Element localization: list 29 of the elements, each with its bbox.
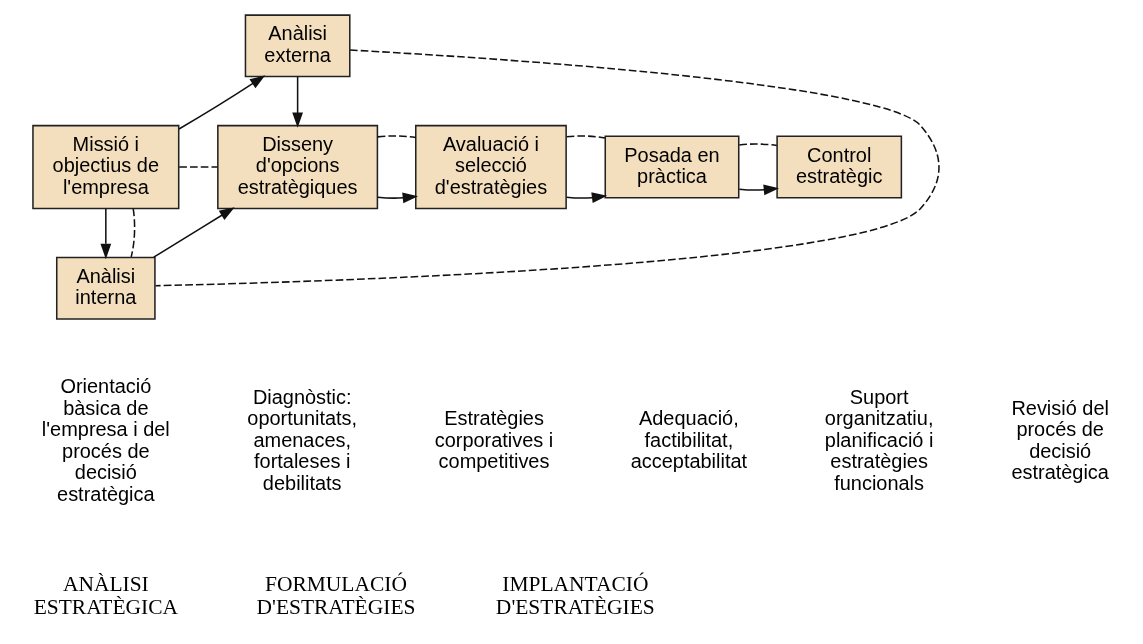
label: Estratègies corporatives i competitives — [434, 407, 554, 473]
connector — [178, 166, 219, 168]
label: Suport organitzatiu, planificació i estratègies funcionals — [824, 385, 934, 494]
arrow — [100, 207, 112, 260]
arrow — [376, 192, 419, 204]
arrow — [565, 192, 608, 204]
label: Adequació, factibilitat, acceptabilitat — [630, 407, 748, 473]
connector — [130, 207, 136, 258]
node-box: Posada en pràctica — [604, 135, 740, 199]
label: IMPLANTACIÓ D'ESTRATÈGIES — [495, 571, 655, 619]
arrow — [738, 184, 780, 196]
node-box: Control estratègic — [776, 135, 903, 199]
connector — [565, 135, 606, 139]
arrow — [292, 75, 303, 128]
node-box: Anàlisi externa — [244, 14, 351, 78]
label: Orientació bàsica de l'empresa i del procés de decisió estratègica — [41, 375, 170, 505]
node-box: Missió i objectius de l'empresa — [32, 124, 180, 210]
node-box: Anàlisi interna — [55, 256, 156, 320]
node-box: Avaluació i selecció d'estratègies — [415, 124, 567, 210]
label: Revisió del procés de decisió estratègica — [1011, 396, 1109, 484]
label: FORMULACIÓ D'ESTRATÈGIES — [256, 571, 416, 619]
label: Diagnòstic: oportunitats, amenaces, fortaleses i debilitats — [247, 385, 358, 494]
connector — [376, 135, 417, 139]
connector — [738, 143, 778, 147]
arrow — [152, 207, 235, 258]
label: ANÀLISI ESTRATÈGICA — [33, 571, 178, 619]
connector — [154, 49, 940, 287]
node-box: Disseny d'opcions estratègiques — [217, 124, 379, 210]
arrow — [178, 75, 266, 130]
